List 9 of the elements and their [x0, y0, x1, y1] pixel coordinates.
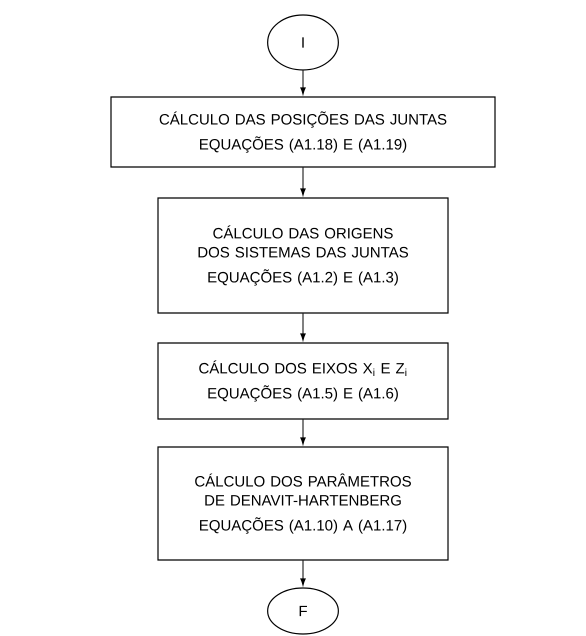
- process-box: CÁLCULO DOS PARÂMETROS DE DENAVIT-HARTENBERG EQUAÇÕES (A1.10) A (A1.17): [157, 446, 449, 561]
- arrow: [300, 419, 306, 445]
- arrow: [300, 70, 306, 95]
- process-box: CÁLCULO DOS EIXOS X$_{i}$ E Z$_{i}$ EQUAÇÕES (A1.5) E (A1.6): [157, 342, 449, 420]
- process-box: CÁLCULO DAS ORIGENS DOS SISTEMAS DAS JUNTAS EQUAÇÕES (A1.2) E (A1.3): [157, 197, 449, 314]
- arrow: [300, 560, 306, 586]
- arrow: [300, 313, 306, 341]
- arrow: [300, 167, 306, 196]
- process-box: CÁLCULO DAS POSIÇÕES DAS JUNTAS EQUAÇÕES (A1.18) E (A1.19): [110, 96, 496, 168]
